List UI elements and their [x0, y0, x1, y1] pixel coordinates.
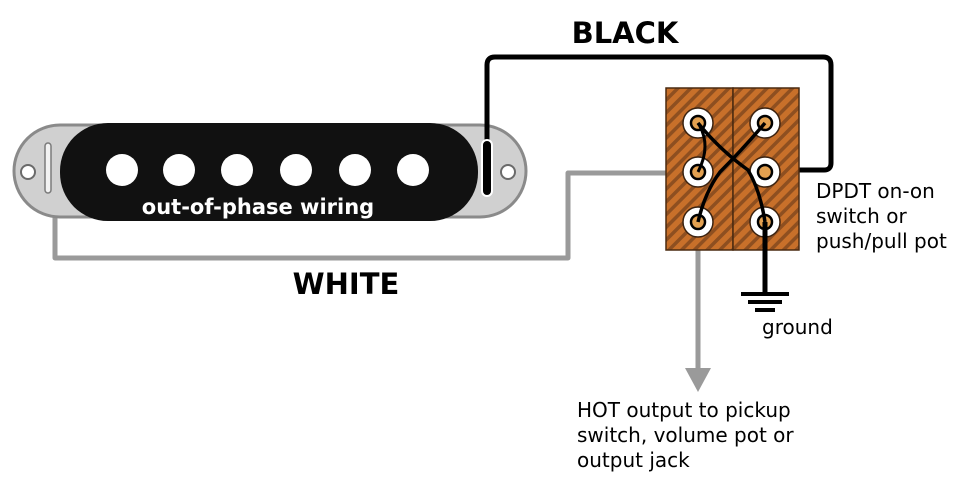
white-wire-label: WHITE [293, 267, 400, 301]
pole-piece-1 [106, 154, 138, 186]
pole-piece-3 [221, 154, 253, 186]
pickup-mount-hole-right [500, 164, 516, 180]
hot-label-line-3: output jack [577, 448, 690, 472]
pickup-label: out-of-phase wiring [142, 195, 374, 219]
switch-label-line-2: switch or [816, 204, 907, 228]
switch-jumper-left [696, 122, 707, 173]
hot-label-line-1: HOT output to pickup [577, 398, 791, 422]
dpdt-switch [665, 87, 800, 251]
pickup-left-slot [44, 142, 52, 194]
pickup-mount-hole-left [20, 164, 36, 180]
switch-cross-wire-a [696, 121, 767, 223]
black-wire-lead [481, 139, 493, 197]
white-wire [52, 170, 696, 261]
black-wire [484, 54, 834, 190]
black-wire-label: BLACK [572, 16, 680, 50]
switch-lug-4 [749, 156, 781, 188]
pickup-body [60, 123, 478, 221]
switch-label-line-1: DPDT on-on [816, 179, 935, 203]
ground-symbol [741, 222, 789, 312]
pickup: out-of-phase wiring [12, 123, 528, 221]
hot-output-arrow [685, 368, 711, 392]
pole-piece-6 [397, 154, 429, 186]
switch-cross-wire-b [696, 121, 767, 223]
pole-piece-5 [339, 154, 371, 186]
switch-label-line-3: push/pull pot [816, 229, 947, 253]
ground-label: ground [762, 315, 833, 339]
pole-piece-2 [163, 154, 195, 186]
hot-label-line-2: switch, volume pot or [577, 423, 794, 447]
pole-piece-4 [280, 154, 312, 186]
